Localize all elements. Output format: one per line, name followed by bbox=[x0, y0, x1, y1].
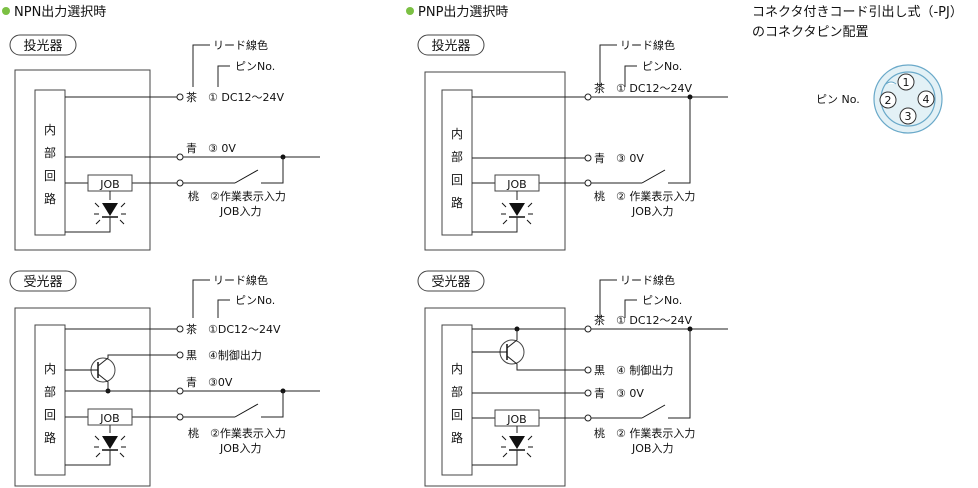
npn-heading: NPN出力選択時 bbox=[14, 5, 106, 20]
npn-receiver-diagram: 受光器 内 部 回 路 JOB リード線色 ピンNo. bbox=[9, 270, 320, 487]
svg-text:リード線色: リード線色 bbox=[620, 273, 675, 287]
svg-text:3: 3 bbox=[905, 110, 912, 123]
svg-text:リード線色: リード線色 bbox=[213, 273, 268, 287]
svg-text:③ 0V: ③ 0V bbox=[616, 152, 644, 165]
svg-text:JOB入力: JOB入力 bbox=[219, 205, 261, 218]
svg-text:JOB入力: JOB入力 bbox=[631, 205, 673, 218]
svg-text:部: 部 bbox=[451, 384, 463, 399]
connector-pin-label: ピン No. bbox=[816, 93, 860, 106]
svg-text:ピンNo.: ピンNo. bbox=[642, 60, 682, 73]
svg-text:1: 1 bbox=[903, 76, 910, 89]
svg-text:路: 路 bbox=[44, 430, 56, 445]
svg-text:4: 4 bbox=[923, 93, 930, 106]
svg-text:回: 回 bbox=[451, 408, 463, 422]
svg-text:内: 内 bbox=[44, 362, 56, 376]
svg-text:桃: 桃 bbox=[594, 426, 605, 440]
connector-pin-layout: コネクタ付きコード引出し式（-PJ） のコネクタピン配置 ピン No. 1 2 … bbox=[752, 5, 963, 134]
svg-text:桃: 桃 bbox=[594, 189, 605, 203]
pnp-receiver-tag: 受光器 bbox=[431, 275, 470, 290]
connector-title-line2: のコネクタピン配置 bbox=[752, 25, 868, 40]
connector-pin-1 bbox=[897, 73, 915, 91]
svg-text:JOB入力: JOB入力 bbox=[631, 442, 673, 455]
npn-bullet-icon bbox=[2, 7, 10, 15]
npn-emitter-internal-2: 部 bbox=[44, 145, 56, 160]
svg-text:路: 路 bbox=[451, 430, 463, 445]
svg-text:黒: 黒 bbox=[186, 349, 197, 362]
svg-text:JOB: JOB bbox=[506, 178, 526, 191]
svg-text:① DC12〜24V: ① DC12〜24V bbox=[616, 314, 693, 327]
svg-text:①DC12〜24V: ①DC12〜24V bbox=[208, 323, 281, 336]
connector-title-line1: コネクタ付きコード引出し式（-PJ） bbox=[752, 5, 963, 20]
svg-text:③ 0V: ③ 0V bbox=[208, 142, 236, 155]
svg-text:内: 内 bbox=[451, 362, 463, 376]
svg-text:① DC12〜24V: ① DC12〜24V bbox=[208, 91, 285, 104]
svg-text:青: 青 bbox=[594, 152, 605, 165]
svg-text:茶: 茶 bbox=[594, 82, 605, 95]
npn-emitter-internal-1: 内 bbox=[44, 123, 56, 137]
svg-text:茶: 茶 bbox=[186, 91, 197, 104]
svg-text:③ 0V: ③ 0V bbox=[616, 387, 644, 400]
svg-text:ピンNo.: ピンNo. bbox=[235, 60, 275, 73]
npn-emitter-tag: 投光器 bbox=[23, 38, 62, 54]
svg-text:内: 内 bbox=[451, 127, 463, 141]
svg-text:④ 制御出力: ④ 制御出力 bbox=[616, 363, 673, 377]
svg-text:桃: 桃 bbox=[188, 426, 199, 440]
svg-text:リード線色: リード線色 bbox=[213, 38, 268, 52]
svg-text:リード線色: リード線色 bbox=[620, 38, 675, 52]
svg-text:JOB入力: JOB入力 bbox=[219, 442, 261, 455]
svg-text:青: 青 bbox=[594, 387, 605, 400]
svg-text:JOB: JOB bbox=[506, 413, 526, 426]
svg-text:②作業表示入力: ②作業表示入力 bbox=[210, 426, 286, 440]
svg-text:② 作業表示入力: ② 作業表示入力 bbox=[616, 426, 695, 440]
svg-text:青: 青 bbox=[186, 142, 197, 155]
npn-emitter-internal-4: 路 bbox=[44, 191, 56, 206]
pnp-receiver-diagram: 受光器 内 部 回 路 JOB リード線色 ピンNo. bbox=[417, 270, 728, 487]
svg-text:① DC12〜24V: ① DC12〜24V bbox=[616, 82, 693, 95]
svg-text:ピンNo.: ピンNo. bbox=[235, 294, 275, 307]
svg-text:茶: 茶 bbox=[594, 314, 605, 327]
connector-pin-2 bbox=[879, 91, 897, 109]
npn-emitter-diagram: 投光器 内 部 回 路 JOB リード線色 ピンNo. 茶 ① DC12〜24V… bbox=[9, 34, 320, 251]
npn-emitter-internal-3: 回 bbox=[44, 169, 56, 183]
npn-receiver-tag-frame bbox=[9, 270, 77, 292]
svg-text:茶: 茶 bbox=[186, 323, 197, 336]
svg-text:部: 部 bbox=[451, 149, 463, 164]
pnp-bullet-icon bbox=[406, 7, 414, 15]
svg-text:③0V: ③0V bbox=[208, 376, 233, 389]
svg-text:②作業表示入力: ②作業表示入力 bbox=[210, 189, 286, 203]
svg-text:青: 青 bbox=[186, 376, 197, 389]
svg-text:② 作業表示入力: ② 作業表示入力 bbox=[616, 189, 695, 203]
connector-pin-4 bbox=[917, 90, 935, 108]
svg-text:路: 路 bbox=[451, 195, 463, 210]
svg-text:2: 2 bbox=[885, 94, 892, 107]
connector-pin-3 bbox=[899, 107, 917, 125]
svg-text:部: 部 bbox=[44, 384, 56, 399]
svg-text:回: 回 bbox=[44, 408, 56, 422]
svg-text:桃: 桃 bbox=[188, 189, 199, 203]
svg-text:回: 回 bbox=[451, 173, 463, 187]
svg-text:黒: 黒 bbox=[594, 364, 605, 377]
pnp-emitter-tag: 投光器 bbox=[431, 38, 470, 54]
svg-text:④制御出力: ④制御出力 bbox=[208, 348, 262, 362]
pnp-heading: PNP出力選択時 bbox=[418, 5, 508, 20]
npn-emitter-tag-frame bbox=[9, 34, 77, 56]
npn-receiver-tag: 受光器 bbox=[23, 275, 62, 290]
pnp-emitter-diagram: 投光器 内 部 回 路 JOB リード線色 ピンNo. 茶 ① DC12〜24V… bbox=[417, 34, 728, 251]
svg-text:JOB: JOB bbox=[99, 412, 119, 425]
svg-text:ピンNo.: ピンNo. bbox=[642, 294, 682, 307]
svg-text:JOB: JOB bbox=[99, 178, 119, 191]
